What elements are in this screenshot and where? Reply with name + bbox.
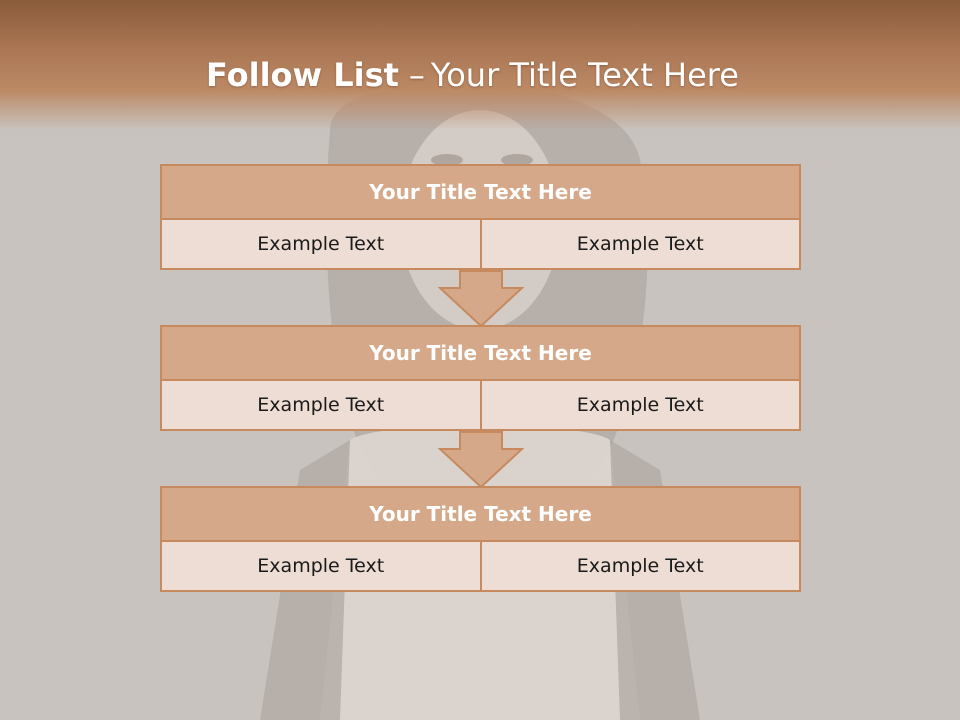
block-title: Your Title Text Here [160, 164, 801, 220]
slide-title: Follow List–Your Title Text Here [0, 56, 945, 94]
block-cell-left: Example Text [160, 542, 481, 592]
list-block: Your Title Text Here Example Text Exampl… [160, 486, 801, 592]
slide-title-separator: – [408, 56, 425, 94]
block-cell-right: Example Text [480, 381, 801, 431]
slide-title-rest: Your Title Text Here [430, 56, 739, 94]
down-arrow-icon [438, 270, 524, 328]
block-cell-left: Example Text [160, 220, 481, 270]
block-title: Your Title Text Here [160, 486, 801, 542]
header-band [0, 0, 960, 130]
block-cell-right: Example Text [480, 220, 801, 270]
block-cell-left: Example Text [160, 381, 481, 431]
block-cell-right: Example Text [480, 542, 801, 592]
block-cells: Example Text Example Text [160, 220, 801, 270]
slide-title-bold: Follow List [206, 56, 399, 94]
block-cells: Example Text Example Text [160, 381, 801, 431]
down-arrow-icon [438, 431, 524, 489]
block-cells: Example Text Example Text [160, 542, 801, 592]
block-title: Your Title Text Here [160, 325, 801, 381]
list-block: Your Title Text Here Example Text Exampl… [160, 325, 801, 431]
list-block: Your Title Text Here Example Text Exampl… [160, 164, 801, 270]
